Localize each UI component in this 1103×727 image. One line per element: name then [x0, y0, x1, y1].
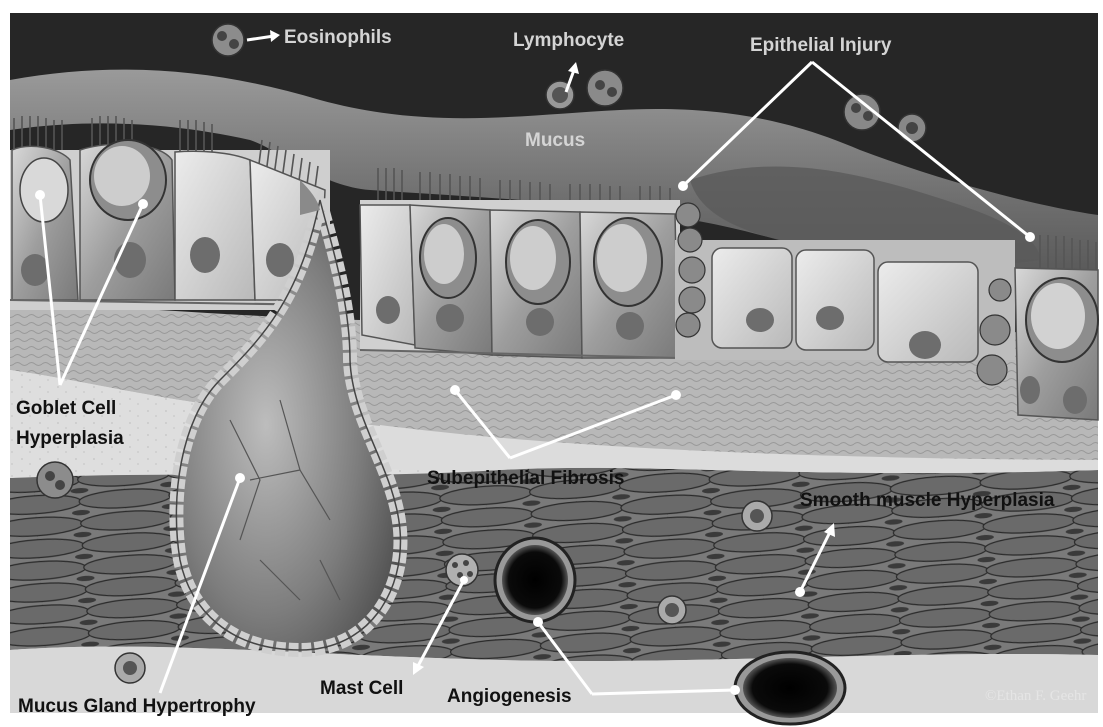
label-mucus-gland-hypertrophy: Mucus Gland Hypertrophy: [18, 696, 256, 718]
label-lymphocyte: Lymphocyte: [513, 30, 624, 52]
eosinophil-cell-lamina: [37, 462, 73, 498]
label-subepithelial-fibrosis: Subepithelial Fibrosis: [427, 468, 624, 490]
lymphocyte-cell-2: [587, 70, 623, 106]
label-goblet-cell-line2: Hyperplasia: [16, 428, 124, 450]
label-goblet-cell-line1: Goblet Cell: [16, 398, 116, 420]
label-epithelial-injury: Epithelial Injury: [750, 35, 891, 57]
eosinophil-cell-lumen-2: [898, 114, 926, 142]
copyright-signature: ©Ethan F. Geehr: [985, 688, 1086, 705]
lymphocyte-cell-lamina: [742, 501, 772, 531]
label-mast-cell: Mast Cell: [320, 678, 403, 700]
label-mucus: Mucus: [525, 130, 585, 152]
label-smooth-muscle-hyperplasia: Smooth muscle Hyperplasia: [800, 490, 1054, 512]
label-eosinophils: Eosinophils: [284, 27, 392, 49]
eosinophil-cell: [212, 24, 244, 56]
label-angiogenesis: Angiogenesis: [447, 686, 572, 708]
lymphocyte-cell-bottom: [115, 653, 145, 683]
lymphocyte-cell-muscle: [658, 596, 686, 624]
